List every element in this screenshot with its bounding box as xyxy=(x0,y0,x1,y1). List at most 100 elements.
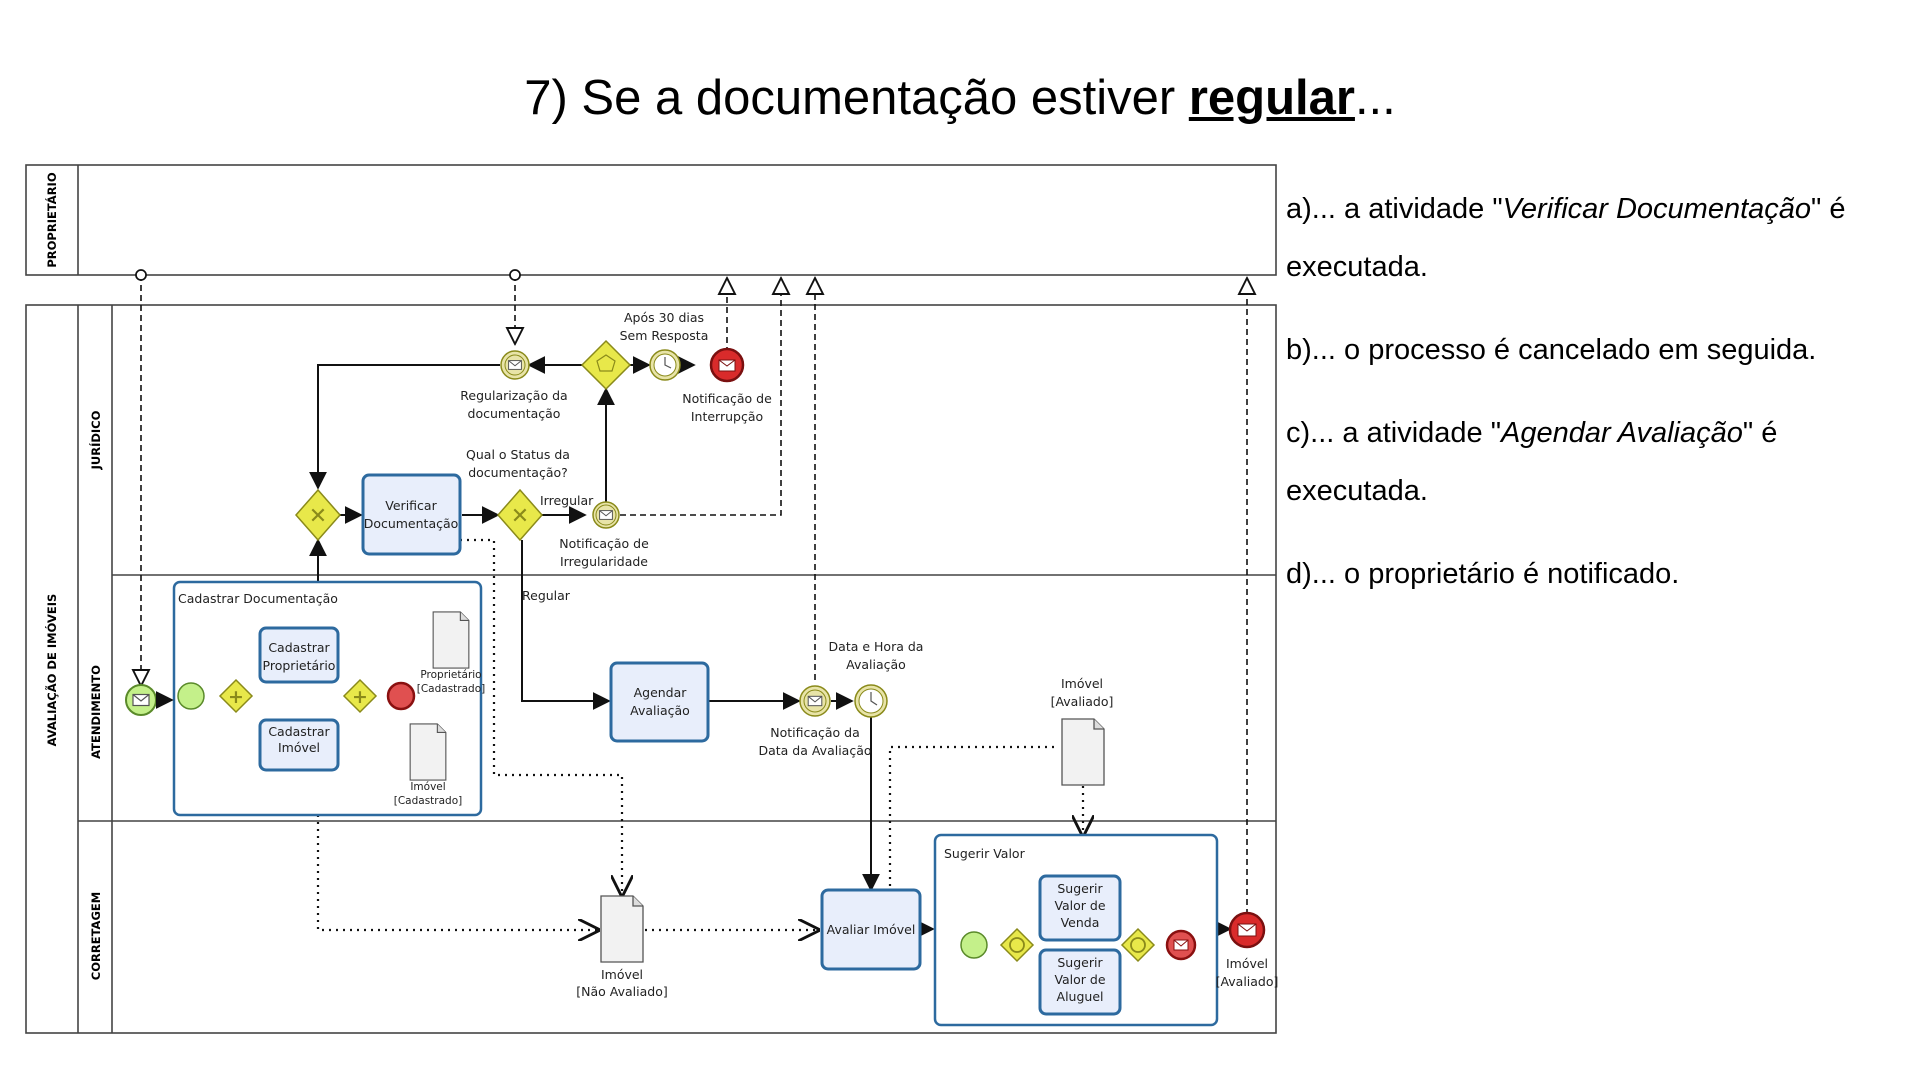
option-c[interactable]: c)... a atividade "Agendar Avaliação" é … xyxy=(1286,404,1916,520)
svg-text:+: + xyxy=(352,686,368,708)
task-verify-line2: Documentação xyxy=(364,516,459,531)
subprocess-register-docs-label: Cadastrar Documentação xyxy=(178,591,338,606)
option-c-italic: Agendar Avaliação xyxy=(1501,417,1743,449)
option-a-italic: Verificar Documentação xyxy=(1502,193,1812,225)
task-schedule-line1: Agendar xyxy=(634,685,688,700)
option-a-after: " é executada. xyxy=(1286,193,1846,283)
label-irregular: Irregular xyxy=(540,493,594,508)
task-evaluate-line1: Avaliar Imóvel xyxy=(827,922,916,937)
task-register-owner[interactable]: Cadastrar Proprietário xyxy=(258,626,340,684)
regularization-line1: Regularização da xyxy=(460,388,567,403)
svg-text:+: + xyxy=(228,686,244,708)
lane-service-label: ATENDIMENTO xyxy=(89,665,103,759)
task-schedule-evaluation[interactable]: Agendar Avaliação xyxy=(609,661,710,743)
task-suggest-rent-line2: Valor de xyxy=(1054,972,1105,987)
option-b-text: b)... o processo é cancelado em seguida. xyxy=(1286,334,1817,366)
data-object-property-not-evaluated xyxy=(600,895,644,963)
task-schedule-line2: Avaliação xyxy=(630,703,690,718)
start-event-suggest xyxy=(960,931,988,959)
property-evaluated-doc-line2: [Avaliado] xyxy=(1051,694,1114,709)
task-verify-line1: Verificar xyxy=(385,498,437,513)
option-b[interactable]: b)... o processo é cancelado em seguida. xyxy=(1286,321,1916,379)
date-time-line1: Data e Hora da xyxy=(829,639,924,654)
task-suggest-sale-line2: Valor de xyxy=(1054,898,1105,913)
property-registered-line1: Imóvel xyxy=(410,781,445,793)
property-evaluated-end-line1: Imóvel xyxy=(1226,956,1268,971)
inclusive-gateway-split xyxy=(999,927,1035,963)
owner-registered-line1: Proprietário xyxy=(420,669,481,681)
pool-owner-label: PROPRIETÁRIO xyxy=(44,172,59,267)
subprocess-suggest-value-label: Sugerir Valor xyxy=(944,846,1026,861)
after-30-days-line2: Sem Resposta xyxy=(620,328,709,343)
task-suggest-sale-line1: Sugerir xyxy=(1057,881,1103,896)
event-regularization xyxy=(500,350,530,380)
task-suggest-sale-line3: Venda xyxy=(1061,915,1100,930)
subprocess-register-docs[interactable]: Cadastrar Documentação xyxy=(172,580,483,817)
task-verify-documentation[interactable]: Verificar Documentação xyxy=(361,473,462,556)
slide-title: 7) Se a documentação estiver regular... xyxy=(0,70,1920,126)
after-30-days-line1: Após 30 dias xyxy=(624,310,704,325)
task-suggest-rent-line3: Aluguel xyxy=(1057,989,1104,1004)
exclusive-gateway-merge: ✕ xyxy=(295,488,341,542)
data-object-property-registered: Imóvel [Cadastrado] xyxy=(394,723,462,807)
date-notice-line2: Data da Avaliação xyxy=(758,743,871,758)
property-not-evaluated-line2: [Não Avaliado] xyxy=(576,984,667,999)
task-evaluate-property[interactable]: Avaliar Imóvel xyxy=(820,888,922,971)
svg-text:✕: ✕ xyxy=(511,504,529,529)
start-event-internal xyxy=(177,682,205,710)
option-a[interactable]: a)... a atividade "Verificar Documentaçã… xyxy=(1286,180,1916,296)
end-event-internal xyxy=(386,681,416,711)
task-suggest-rent-line1: Sugerir xyxy=(1057,955,1103,970)
task-register-owner-line2: Proprietário xyxy=(263,658,336,673)
option-d[interactable]: d)... o proprietário é notificado. xyxy=(1286,545,1916,603)
event-irregularity-notice xyxy=(592,501,620,529)
option-a-text: a)... a atividade " xyxy=(1286,193,1503,225)
timer-event-30-days xyxy=(649,349,681,381)
inclusive-gateway-join xyxy=(1120,927,1156,963)
owner-registered-line2: [Cadastrado] xyxy=(417,683,486,695)
timer-event-date-time xyxy=(854,684,888,718)
message-flows xyxy=(141,275,1247,915)
date-time-line2: Avaliação xyxy=(846,657,906,672)
task-register-property[interactable]: Cadastrar Imóvel xyxy=(258,718,340,772)
data-object-owner-registered: Proprietário [Cadastrado] xyxy=(417,611,486,695)
interruption-line1: Notificação de xyxy=(682,391,772,406)
property-evaluated-doc-line1: Imóvel xyxy=(1061,676,1103,691)
task-suggest-sale[interactable]: Sugerir Valor de Venda xyxy=(1038,874,1122,942)
irregularity-notice-line1: Notificação de xyxy=(559,536,649,551)
option-d-text: d)... o proprietário é notificado. xyxy=(1286,558,1680,590)
task-register-owner-line1: Cadastrar xyxy=(268,640,330,655)
parallel-gateway-split: + xyxy=(218,678,254,714)
property-evaluated-end-line2: [Avaliado] xyxy=(1216,974,1279,989)
option-c-text: c)... a atividade " xyxy=(1286,417,1502,449)
event-based-gateway xyxy=(580,339,632,391)
task-register-property-line1: Cadastrar xyxy=(268,724,330,739)
pool-owner: PROPRIETÁRIO xyxy=(25,164,1277,276)
answer-options: a)... a atividade "Verificar Documentaçã… xyxy=(1286,180,1916,628)
title-prefix: 7) Se a documentação estiver xyxy=(524,71,1189,125)
svg-text:✕: ✕ xyxy=(309,504,327,529)
lane-legal-label: JURÍDICO xyxy=(88,410,103,470)
status-question-line2: documentação? xyxy=(468,465,568,480)
property-not-evaluated-line1: Imóvel xyxy=(601,967,643,982)
title-emphasis: regular xyxy=(1188,71,1355,125)
end-message-event-internal xyxy=(1165,929,1197,961)
date-notice-line1: Notificação da xyxy=(770,725,860,740)
end-event-interruption xyxy=(709,347,745,383)
task-register-property-line2: Imóvel xyxy=(278,740,320,755)
status-question-line1: Qual o Status da xyxy=(466,447,570,462)
interruption-line2: Interrupção xyxy=(691,409,763,424)
data-object-property-evaluated-doc xyxy=(1061,718,1105,786)
parallel-gateway-join: + xyxy=(342,678,378,714)
regularization-line2: documentação xyxy=(468,406,561,421)
option-c-after: " é executada. xyxy=(1286,417,1778,507)
label-regular: Regular xyxy=(522,588,571,603)
task-suggest-rent[interactable]: Sugerir Valor de Aluguel xyxy=(1038,948,1122,1016)
lane-brokerage-label: CORRETAGEM xyxy=(89,892,103,980)
irregularity-notice-line2: Irregularidade xyxy=(560,554,648,569)
event-date-notice xyxy=(799,685,831,717)
start-message-event xyxy=(125,684,157,716)
exclusive-gateway-status: ✕ xyxy=(497,488,543,542)
title-suffix: ... xyxy=(1354,71,1396,125)
